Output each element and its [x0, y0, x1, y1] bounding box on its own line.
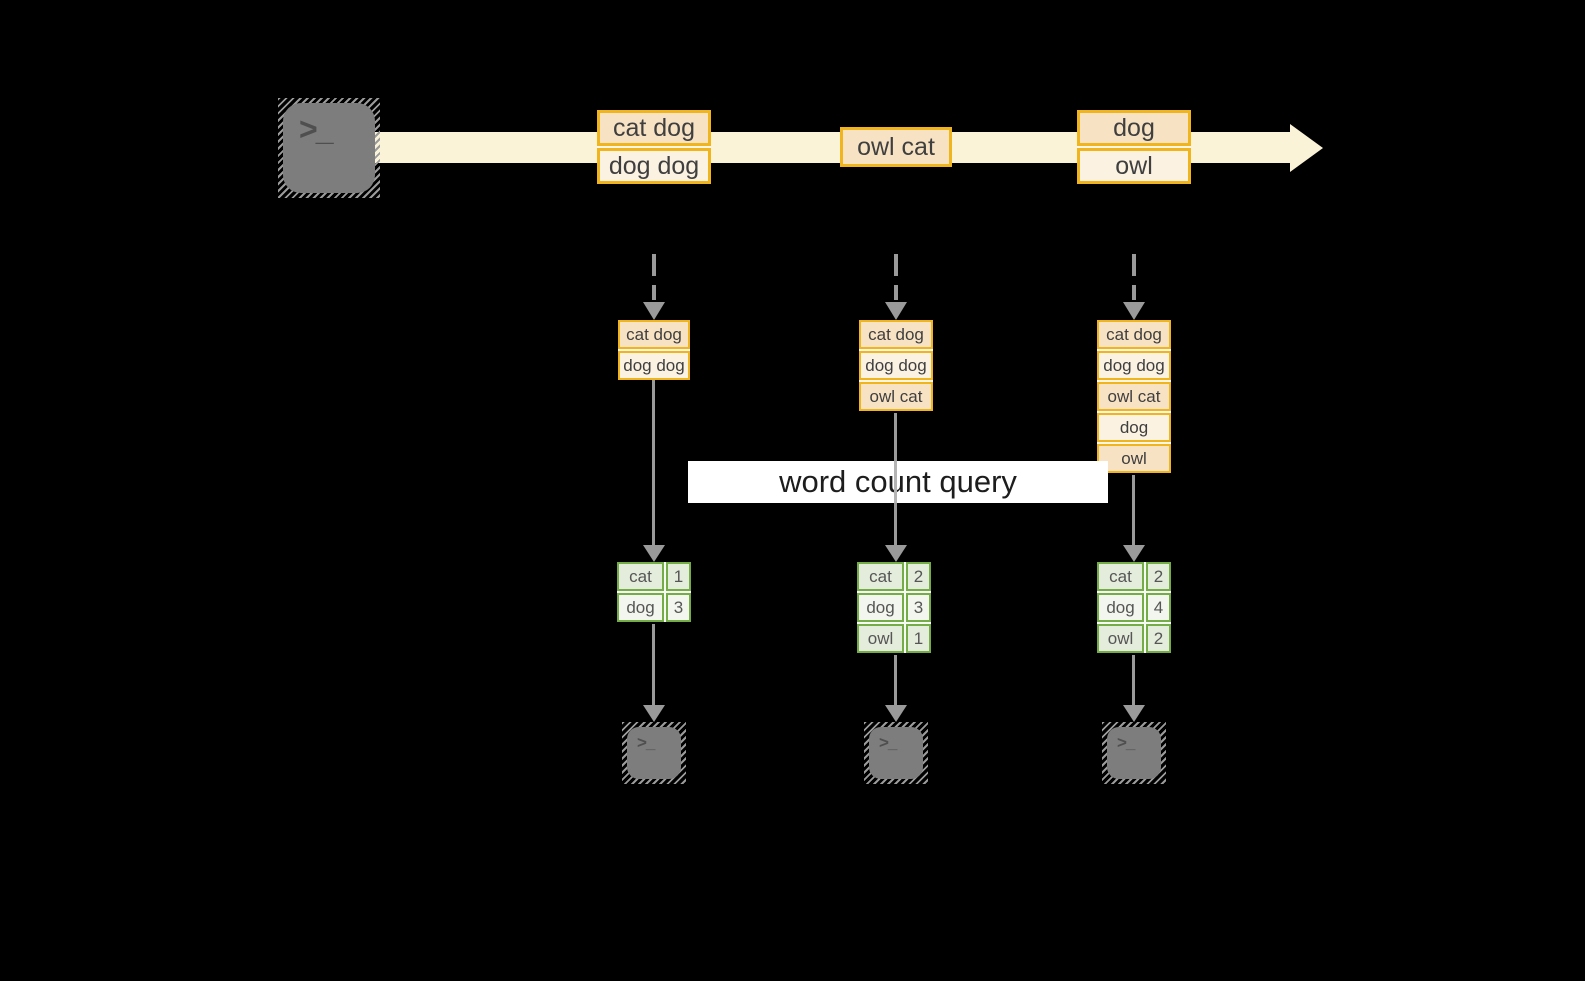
- word-cell: owl: [857, 624, 904, 653]
- arrow-head-icon: [885, 545, 907, 562]
- stream-record: owl cat: [840, 127, 952, 167]
- record: cat dog: [1097, 320, 1171, 349]
- stream-record: cat dog: [597, 110, 711, 146]
- word-cell: dog: [1097, 593, 1144, 622]
- record: owl cat: [859, 382, 933, 411]
- count-cell: 1: [666, 562, 691, 591]
- record: dog: [1097, 413, 1171, 442]
- arrow-head-icon: [643, 545, 665, 562]
- stream-arrowhead: [1290, 124, 1323, 172]
- arrow-line-through-label: [894, 461, 897, 503]
- accumulated-records-3: cat dog dog dog owl cat dog owl: [1097, 320, 1171, 473]
- arrow-line: [652, 624, 655, 706]
- count-cell: 2: [1146, 562, 1171, 591]
- accumulated-records-2: cat dog dog dog owl cat: [859, 320, 933, 411]
- terminal-source-icon: >_: [278, 98, 380, 198]
- arrow-line: [652, 380, 655, 546]
- count-table-3: cat 2 dog 4 owl 2: [1097, 562, 1171, 653]
- count-cell: 2: [906, 562, 931, 591]
- word-cell: dog: [857, 593, 904, 622]
- arrow-head-icon: [885, 705, 907, 722]
- terminal-sink-icon: >_: [622, 722, 686, 784]
- stream-record: dog: [1077, 110, 1191, 146]
- arrow-line: [894, 655, 897, 706]
- arrow-line: [1132, 475, 1135, 546]
- terminal-sink-icon-body: >_: [1107, 727, 1161, 779]
- dashed-arrow-down-icon: [1123, 254, 1145, 320]
- count-cell: 2: [1146, 624, 1171, 653]
- stream-batch-3: dog owl: [1077, 110, 1191, 184]
- count-cell: 4: [1146, 593, 1171, 622]
- record: cat dog: [618, 320, 690, 349]
- word-cell: cat: [857, 562, 904, 591]
- record: dog dog: [618, 351, 690, 380]
- dashed-arrow-down-icon: [885, 254, 907, 320]
- record: cat dog: [859, 320, 933, 349]
- terminal-prompt-glyph: >_: [637, 733, 655, 752]
- count-table-2: cat 2 dog 3 owl 1: [857, 562, 931, 653]
- record: owl cat: [1097, 382, 1171, 411]
- terminal-prompt-glyph: >_: [1117, 733, 1135, 752]
- stream-record: dog dog: [597, 148, 711, 184]
- arrow-head-icon: [1123, 705, 1145, 722]
- dashed-arrow-down-icon: [643, 254, 665, 320]
- query-label: word count query: [688, 461, 1108, 503]
- terminal-prompt-glyph: >_: [299, 111, 334, 147]
- arrow-head-icon: [1123, 545, 1145, 562]
- count-cell: 3: [906, 593, 931, 622]
- record: owl: [1097, 444, 1171, 473]
- terminal-prompt-glyph: >_: [879, 733, 897, 752]
- arrow-head-icon: [643, 705, 665, 722]
- stream-record: owl: [1077, 148, 1191, 184]
- terminal-sink-icon: >_: [1102, 722, 1166, 784]
- record: dog dog: [859, 351, 933, 380]
- count-table-1: cat 1 dog 3: [617, 562, 691, 622]
- accumulated-records-1: cat dog dog dog: [618, 320, 690, 380]
- stream-batch-2: owl cat: [840, 127, 952, 167]
- terminal-source-icon-body: >_: [283, 103, 375, 193]
- terminal-sink-icon-body: >_: [869, 727, 923, 779]
- count-cell: 1: [906, 624, 931, 653]
- word-cell: owl: [1097, 624, 1144, 653]
- stream-batch-1: cat dog dog dog: [597, 110, 711, 184]
- terminal-sink-icon: >_: [864, 722, 928, 784]
- record: dog dog: [1097, 351, 1171, 380]
- count-cell: 3: [666, 593, 691, 622]
- terminal-sink-icon-body: >_: [627, 727, 681, 779]
- word-cell: dog: [617, 593, 664, 622]
- word-cell: cat: [1097, 562, 1144, 591]
- word-cell: cat: [617, 562, 664, 591]
- arrow-line: [1132, 655, 1135, 706]
